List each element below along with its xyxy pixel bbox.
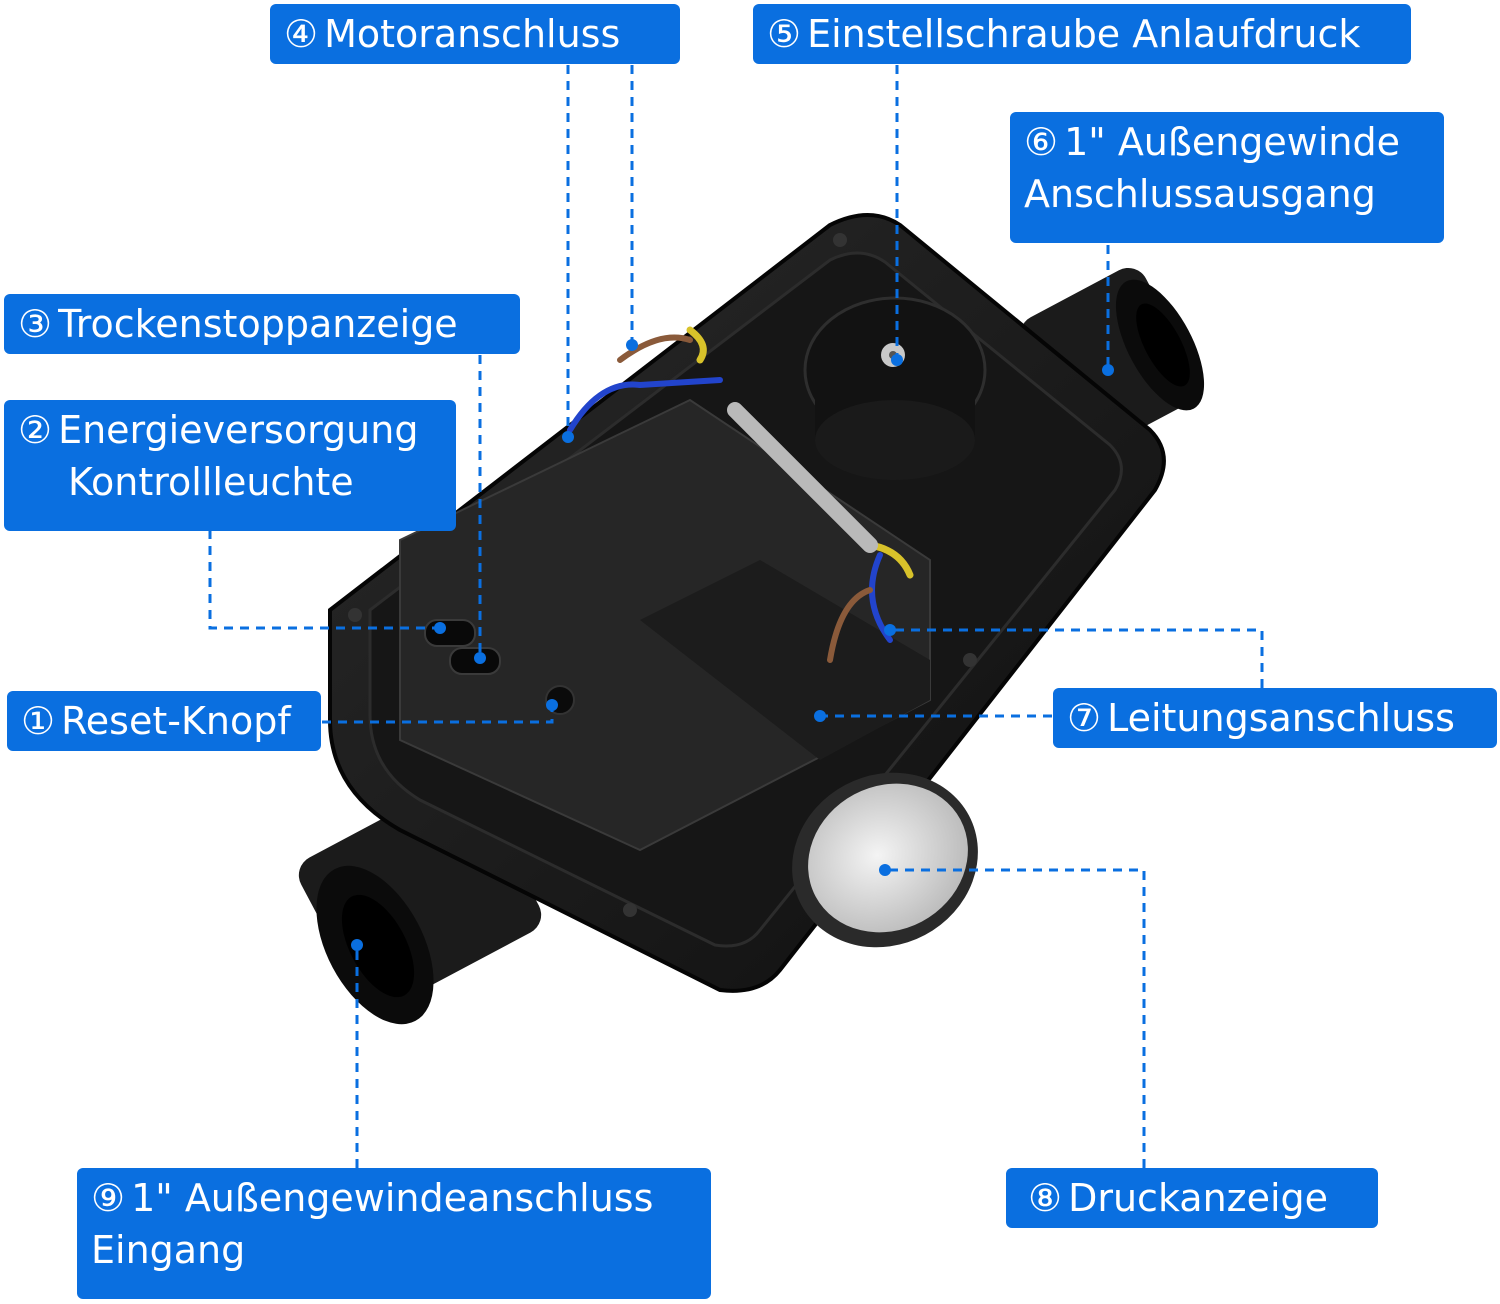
leader-lines — [208, 65, 1264, 1168]
pressure-gauge — [792, 772, 978, 948]
adjust-dial — [803, 296, 987, 480]
callout-text-line1: 1" Außengewinde — [1064, 120, 1401, 164]
leader-gauge — [885, 868, 1146, 1168]
callout-text-line2: Anschlussausgang — [1024, 172, 1376, 216]
leader-line-a — [890, 628, 1264, 688]
callout-text: Druckanzeige — [1068, 1176, 1329, 1220]
callout-number: ⑦ — [1067, 696, 1102, 740]
callout-text: Reset-Knopf — [61, 699, 291, 743]
callout-text-line2: Eingang — [91, 1228, 246, 1272]
callout-number: ④ — [284, 12, 319, 56]
callout-text: Motoranschluss — [324, 12, 621, 56]
callout-text-line1: Energieversorgung — [58, 408, 419, 452]
callout-number: ③ — [18, 302, 53, 346]
callout-text-line1: 1" Außengewindeanschluss — [131, 1176, 654, 1220]
callout-number: ⑤ — [767, 12, 802, 56]
callout-number: ⑨ — [91, 1176, 126, 1220]
callout-number: ⑧ — [1028, 1176, 1063, 1220]
callout-number: ② — [18, 408, 53, 452]
callout-text: Leitungsanschluss — [1107, 696, 1455, 740]
leader-energy — [208, 530, 440, 630]
callout-number: ① — [21, 699, 56, 743]
callout-text: Trockenstoppanzeige — [58, 302, 458, 346]
callout-number: ⑥ — [1024, 120, 1059, 164]
callout-text-line2: Kontrollleuchte — [68, 460, 354, 504]
circuit-block — [399, 398, 931, 852]
callout-text: Einstellschraube Anlaufdruck — [807, 12, 1361, 56]
wires — [567, 326, 914, 663]
leader-endpoints — [351, 339, 1114, 951]
